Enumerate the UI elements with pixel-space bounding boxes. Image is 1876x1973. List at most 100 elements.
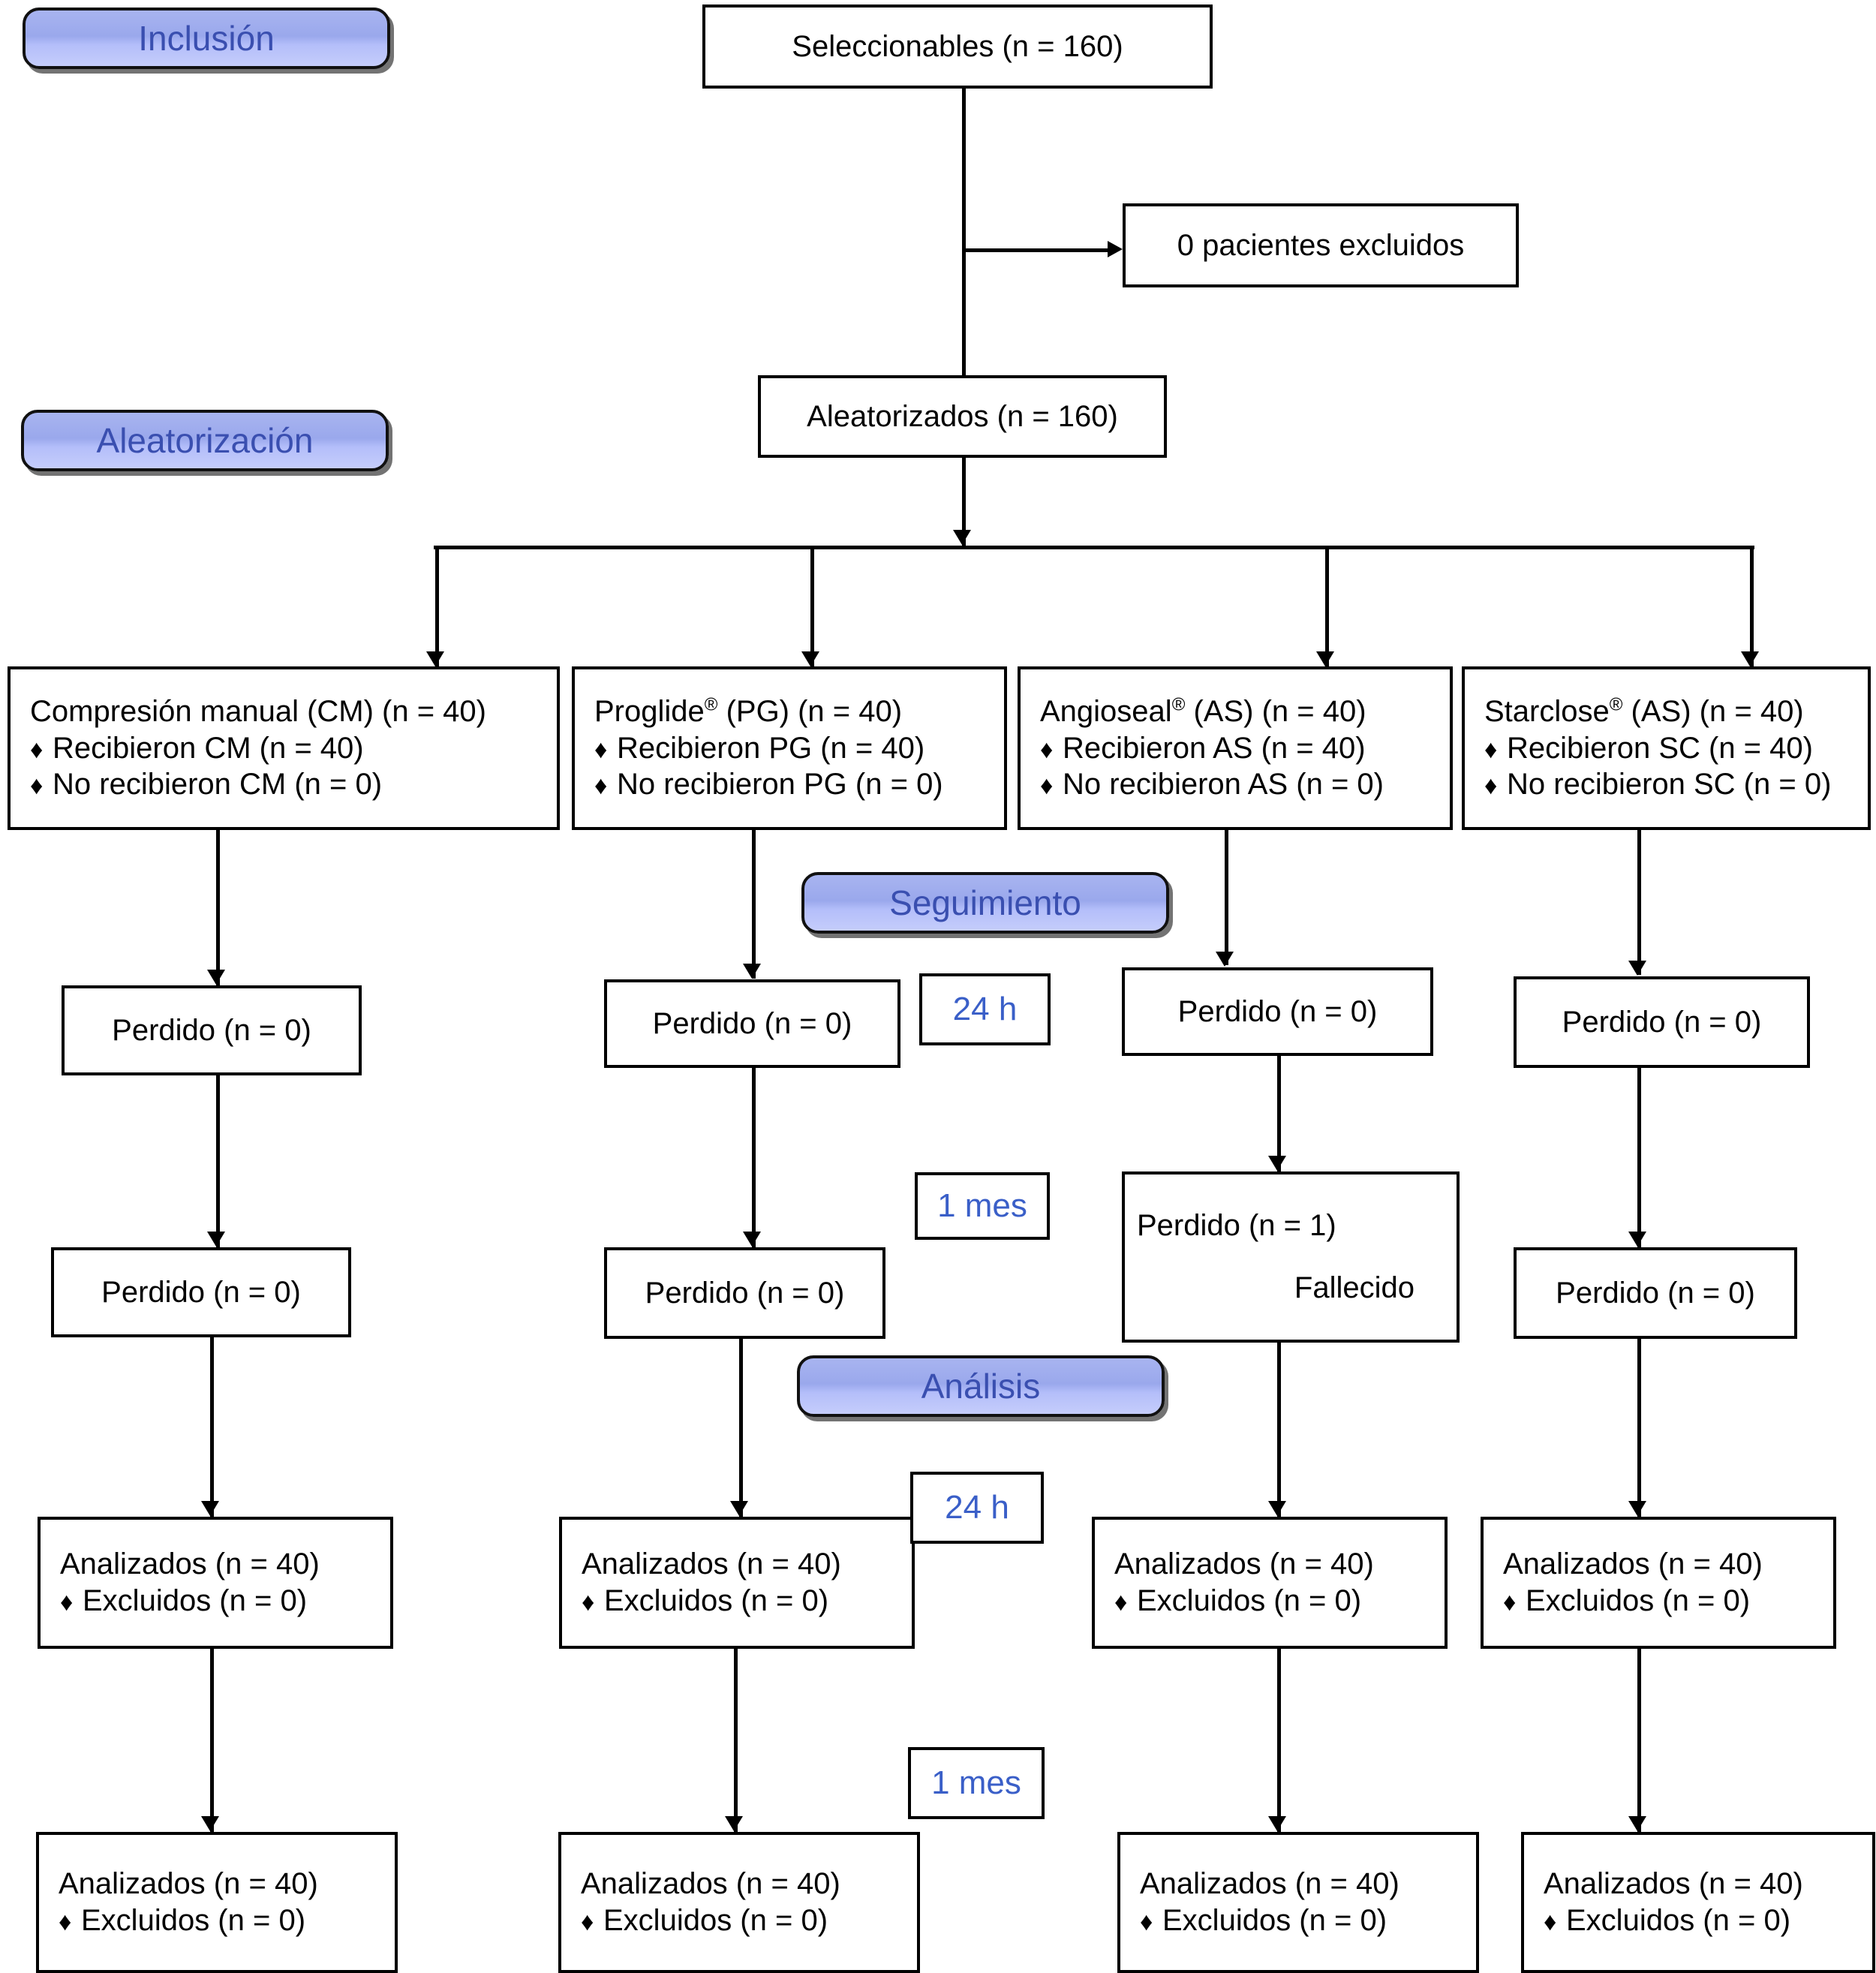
analyzed-1m-box-0: Analizados (n = 40) ♦Excluidos (n = 0) — [36, 1832, 398, 1973]
randomized-text: Aleatorizados (n = 160) — [807, 399, 1118, 433]
analyzed-24h-box-2: Analizados (n = 40) ♦Excluidos (n = 0) — [1092, 1517, 1448, 1649]
lost-24h-box-0: Perdido (n = 0) — [62, 985, 362, 1075]
bullet-icon: ♦ — [59, 1908, 72, 1936]
arrow-arm0-lost1m — [207, 1232, 225, 1247]
connector-arm3-to-lost24h — [1637, 830, 1641, 975]
arm-box-2: Angioseal® (AS) (n = 40) ♦Recibieron AS … — [1018, 666, 1453, 830]
analyzed-1m-box-2: Analizados (n = 40) ♦Excluidos (n = 0) — [1117, 1832, 1479, 1973]
branch-arrow-arm-0 — [426, 651, 444, 666]
eligible-box: Seleccionables (n = 160) — [702, 5, 1213, 89]
lost-1m-box-2: Perdido (n = 1) Fallecido — [1122, 1171, 1460, 1343]
analyzed-1m-box-3: Analizados (n = 40) ♦Excluidos (n = 0) — [1521, 1832, 1875, 1973]
stage-banner-randomization: Aleatorización — [21, 410, 389, 471]
bullet-icon: ♦ — [594, 735, 608, 764]
connector-arm0-lost1m-to-analyzed24h — [210, 1337, 214, 1517]
excluded-box: 0 pacientes excluidos — [1123, 203, 1519, 287]
arm-not-received-0: ♦No recibieron CM (n = 0) — [30, 768, 383, 802]
analyzed-1m-text-2: Analizados (n = 40) — [1140, 1867, 1399, 1901]
lost-1m-box-3: Perdido (n = 0) — [1514, 1247, 1797, 1339]
arm-title-3: Starclose® (AS) (n = 40) — [1484, 694, 1804, 728]
time-box-analysis-1m-label: 1 mes — [931, 1764, 1021, 1801]
lost-1m-note-2: Fallecido — [1294, 1271, 1415, 1304]
analyzed-1m-text-1: Analizados (n = 40) — [581, 1867, 840, 1901]
arrow-arm3-analyzed1m — [1628, 1816, 1646, 1831]
connector-arm1-lost24h-to-lost1m — [752, 1068, 756, 1248]
lost-1m-box-1: Perdido (n = 0) — [604, 1247, 885, 1339]
arrow-arm1-lost1m — [743, 1232, 761, 1247]
time-box-followup-24h: 24 h — [919, 973, 1051, 1045]
arrow-arm3-lost24h — [1628, 961, 1646, 976]
analyzed-24h-box-3: Analizados (n = 40) ♦Excluidos (n = 0) — [1481, 1517, 1836, 1649]
randomized-box: Aleatorizados (n = 160) — [758, 375, 1167, 458]
connector-arm1-to-lost24h — [752, 830, 756, 979]
bullet-icon: ♦ — [1544, 1908, 1557, 1936]
lost-24h-box-3: Perdido (n = 0) — [1514, 976, 1810, 1068]
bullet-icon: ♦ — [30, 771, 44, 801]
branch-arrow-arm-3 — [1741, 651, 1759, 666]
branch-drop-arm-2 — [1325, 546, 1329, 668]
branch-drop-arm-1 — [810, 546, 814, 668]
arrow-arm3-analyzed24h — [1628, 1501, 1646, 1516]
arm-received-3: ♦Recibieron SC (n = 40) — [1484, 731, 1813, 765]
excluded-24h-text-1: ♦Excluidos (n = 0) — [582, 1584, 829, 1617]
arm-received-1: ♦Recibieron PG (n = 40) — [594, 731, 925, 765]
time-box-followup-1m: 1 mes — [915, 1172, 1050, 1240]
analyzed-24h-text-0: Analizados (n = 40) — [60, 1547, 320, 1581]
stage-banner-followup: Seguimiento — [801, 872, 1169, 934]
excluded-24h-text-3: ♦Excluidos (n = 0) — [1503, 1584, 1751, 1617]
connector-arm0-to-lost24h — [216, 830, 220, 986]
excluded-1m-text-0: ♦Excluidos (n = 0) — [59, 1904, 306, 1937]
arm-title-1: Proglide® (PG) (n = 40) — [594, 694, 903, 728]
bullet-icon: ♦ — [1114, 1588, 1128, 1617]
excluded-text: 0 pacientes excluidos — [1177, 228, 1465, 262]
arrow-to-excluded — [1108, 241, 1123, 257]
arm-not-received-2: ♦No recibieron AS (n = 0) — [1040, 768, 1384, 802]
lost-1m-text-3: Perdido (n = 0) — [1556, 1276, 1755, 1310]
lost-24h-box-1: Perdido (n = 0) — [604, 979, 900, 1068]
bullet-icon: ♦ — [594, 771, 608, 801]
arrow-arm3-lost1m — [1628, 1232, 1646, 1247]
stage-banner-analysis: Análisis — [797, 1355, 1165, 1417]
lost-24h-text-1: Perdido (n = 0) — [652, 1006, 852, 1040]
bullet-icon: ♦ — [1040, 771, 1054, 801]
time-box-followup-24h-label: 24 h — [952, 991, 1018, 1027]
lost-1m-text-1: Perdido (n = 0) — [645, 1276, 845, 1310]
branch-drop-arm-3 — [1750, 546, 1754, 668]
arm-not-received-3: ♦No recibieron SC (n = 0) — [1484, 768, 1832, 802]
bullet-icon: ♦ — [1484, 771, 1498, 801]
excluded-1m-text-1: ♦Excluidos (n = 0) — [581, 1904, 828, 1937]
bullet-icon: ♦ — [1040, 735, 1054, 764]
arrow-arm2-analyzed1m — [1268, 1816, 1286, 1831]
bullet-icon: ♦ — [1503, 1588, 1517, 1617]
arm-box-3: Starclose® (AS) (n = 40) ♦Recibieron SC … — [1462, 666, 1871, 830]
arrow-arm0-analyzed1m — [201, 1816, 219, 1831]
connector-arm1-lost1m-to-analyzed24h — [739, 1339, 743, 1517]
arm-title-2: Angioseal® (AS) (n = 40) — [1040, 694, 1366, 728]
connector-randomized-down — [962, 458, 966, 546]
arrow-arm0-lost24h — [207, 970, 225, 985]
analyzed-1m-text-0: Analizados (n = 40) — [59, 1867, 318, 1901]
arrow-branch-trunk — [953, 530, 971, 545]
connector-arm0-analyzed24h-to-analyzed1m — [210, 1649, 214, 1833]
bullet-icon: ♦ — [30, 735, 44, 764]
arm-received-2: ♦Recibieron AS (n = 40) — [1040, 731, 1366, 765]
connector-arm0-lost24h-to-lost1m — [216, 1075, 220, 1248]
analyzed-24h-box-1: Analizados (n = 40) ♦Excluidos (n = 0) — [559, 1517, 915, 1649]
registered-trademark-icon: ® — [704, 694, 718, 715]
arm-received-0: ♦Recibieron CM (n = 40) — [30, 731, 364, 765]
stage-banner-inclusion: Inclusión — [23, 8, 390, 69]
arm-box-1: Proglide® (PG) (n = 40) ♦Recibieron PG (… — [572, 666, 1007, 830]
analyzed-24h-text-3: Analizados (n = 40) — [1503, 1547, 1763, 1581]
eligible-text: Seleccionables (n = 160) — [792, 29, 1123, 63]
arrow-arm1-analyzed24h — [730, 1501, 748, 1516]
connector-arm2-lost24h-to-lost1m — [1277, 1056, 1281, 1172]
connector-to-excluded — [962, 248, 1109, 252]
time-box-analysis-24h-label: 24 h — [945, 1489, 1009, 1526]
arrow-arm2-analyzed24h — [1268, 1501, 1286, 1516]
excluded-1m-text-2: ♦Excluidos (n = 0) — [1140, 1904, 1387, 1937]
excluded-24h-text-2: ♦Excluidos (n = 0) — [1114, 1584, 1362, 1617]
arrow-arm2-lost24h — [1216, 952, 1234, 967]
branch-bar — [434, 546, 1754, 549]
stage-banner-randomization-label: Aleatorización — [96, 421, 314, 460]
